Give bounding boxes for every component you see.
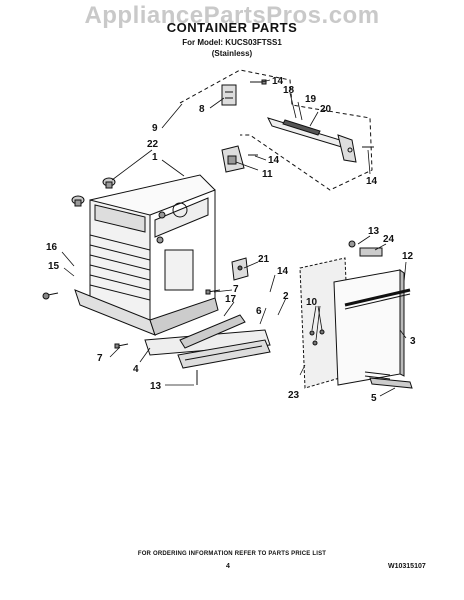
variant-line: (Stainless) [211, 49, 253, 58]
callout-20: 20 [320, 104, 332, 115]
bottom-hinge [179, 314, 246, 349]
callout-21: 21 [258, 254, 270, 265]
callout-23: 23 [288, 390, 300, 401]
callout-7: 7 [233, 284, 239, 295]
callout-24: 24 [383, 234, 395, 245]
callout-7: 7 [97, 353, 103, 364]
model-line: For Model: KUCS03FTSS1 [182, 38, 282, 47]
callout-1: 1 [152, 152, 158, 163]
callout-19: 19 [305, 94, 317, 105]
ordering-note: FOR ORDERING INFORMATION REFER TO PARTS … [137, 551, 327, 557]
door-handle [344, 288, 411, 310]
callout-14: 14 [277, 266, 289, 277]
callout-13: 13 [150, 381, 162, 392]
bracket-21 [231, 257, 249, 281]
container-cabinet [74, 174, 219, 336]
callout-9: 9 [152, 123, 158, 134]
page-number: 4 [226, 563, 230, 570]
toe-kick [177, 339, 271, 369]
callout-18: 18 [283, 85, 295, 96]
callout-6: 6 [256, 306, 262, 317]
upper-hinge-rail [267, 117, 357, 163]
callout-14: 14 [272, 76, 284, 87]
hinge-assembly-outline [179, 69, 373, 191]
callout-8: 8 [199, 104, 205, 115]
callout-17: 17 [225, 294, 237, 305]
callout-2: 2 [283, 291, 289, 302]
page-title: CONTAINER PARTS [166, 20, 298, 35]
callout-14: 14 [366, 176, 378, 187]
callout-4: 4 [133, 364, 139, 375]
callout-12: 12 [402, 251, 414, 262]
callout-3: 3 [410, 336, 416, 347]
screw-top [250, 79, 374, 148]
callout-13: 13 [368, 226, 380, 237]
callout-10: 10 [306, 297, 318, 308]
callout-15: 15 [48, 261, 60, 272]
callout-5: 5 [371, 393, 377, 404]
leader-lines [61, 79, 407, 397]
hinge-part [221, 145, 258, 173]
callout-22: 22 [147, 139, 159, 150]
door-panel [333, 269, 405, 386]
screws-left [42, 289, 221, 385]
leveling-legs [71, 177, 116, 207]
document-number: W10315107 [388, 563, 426, 570]
callout-11: 11 [262, 169, 273, 180]
door-hinge-top [348, 240, 383, 257]
callout-14: 14 [268, 155, 280, 166]
bottom-door-bracket [364, 371, 413, 389]
hinge-bracket [221, 84, 237, 106]
callout-16: 16 [46, 242, 58, 253]
watermark: AppliancePartsPros.com [84, 2, 380, 29]
